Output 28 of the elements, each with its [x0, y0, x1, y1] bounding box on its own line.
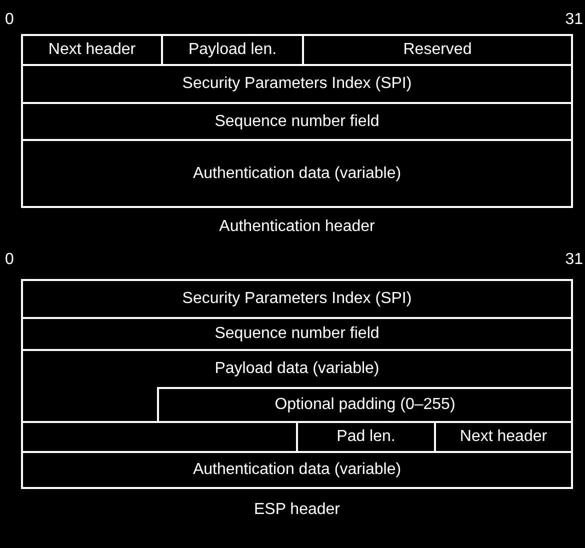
header-field: [21, 451, 573, 489]
field-label: Sequence number field: [214, 325, 380, 343]
field-label: Next header: [48, 41, 136, 59]
header-field: [21, 139, 573, 208]
field-label: Security Parameters Index (SPI): [182, 290, 412, 308]
field-label: Authentication data (variable): [192, 461, 402, 479]
field-label: Authentication data (variable): [192, 164, 402, 182]
payload-field: [21, 349, 573, 423]
header-field: [21, 102, 573, 141]
bit-index: 31: [565, 11, 583, 29]
header-field: [302, 34, 573, 66]
header-field: [21, 64, 573, 104]
header-field: [21, 34, 163, 66]
header-field: [21, 279, 573, 319]
bit-index: 0: [5, 251, 14, 269]
field-label: Pad len.: [336, 428, 396, 446]
bit-index: 31: [565, 251, 583, 269]
header-field: [21, 317, 573, 351]
field-label: Payload len.: [188, 41, 277, 59]
field-label: Optional padding (0–255): [274, 396, 456, 414]
field-label: Security Parameters Index (SPI): [182, 75, 412, 93]
field-label: Sequence number field: [214, 112, 380, 130]
field-label: Next header: [460, 428, 548, 446]
field-label: Payload data (variable): [214, 360, 380, 378]
diagram-caption: ESP header: [254, 501, 340, 519]
diagram-caption: Authentication header: [219, 218, 375, 236]
bit-index: 0: [5, 11, 14, 29]
field-label: Reserved: [403, 41, 472, 59]
